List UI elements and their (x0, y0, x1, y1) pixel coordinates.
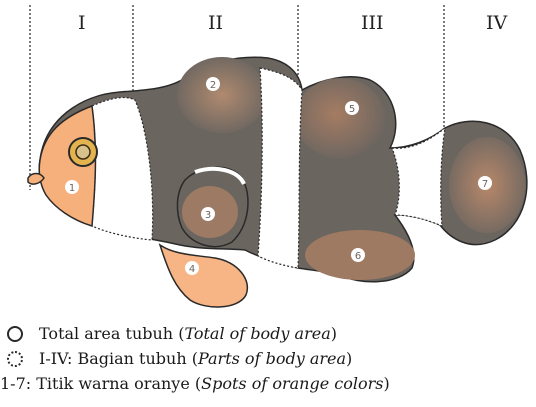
legend-parts: I-IV: Bagian tubuh (Parts of body area) (4, 350, 352, 368)
region-label-i: I (78, 12, 86, 34)
legend-total-area-close: ) (331, 324, 337, 343)
spot-marker-7: 7 (478, 176, 492, 190)
spot-label-6: 6 (355, 251, 361, 262)
legend-parts-close: ) (346, 349, 352, 368)
spot-marker-6: 6 (351, 248, 365, 262)
legend-spots-close: ) (383, 374, 389, 393)
spot-label-5: 5 (349, 104, 355, 115)
anal-fin-orange (160, 245, 247, 307)
spot-label-1: 1 (69, 183, 75, 194)
legend-total-area-text: Total area tubuh ( (39, 324, 184, 343)
legend-parts-text: I-IV: Bagian tubuh ( (39, 349, 198, 368)
legend-spots-italic: Spots of orange colors (201, 374, 383, 393)
spot-marker-4: 4 (185, 261, 199, 275)
spot-label-7: 7 (482, 179, 488, 190)
legend-total-area-italic: Total of body area (184, 324, 330, 343)
solid-circle-icon (7, 326, 23, 342)
legend-parts-italic: Parts of body area (198, 349, 346, 368)
spot-label-3: 3 (205, 210, 211, 221)
region-label-iv: IV (486, 12, 507, 34)
spot-marker-1: 1 (65, 180, 79, 194)
spot-marker-5: 5 (345, 101, 359, 115)
spot-marker-2: 2 (206, 77, 220, 91)
region-label-iii: III (361, 12, 384, 34)
legend-spots-text: 1-7: Titik warna oranye ( (0, 374, 201, 393)
legend-spots: 1-7: Titik warna oranye (Spots of orange… (0, 375, 390, 393)
spot-marker-3: 3 (201, 207, 215, 221)
white-band-middle (258, 68, 302, 268)
spot-2-area (177, 57, 267, 133)
legend-total-area: Total area tubuh (Total of body area) (4, 325, 337, 343)
dashed-circle-icon (7, 351, 23, 367)
spot-5-area (295, 78, 385, 158)
region-label-ii: II (208, 12, 223, 34)
spot-label-2: 2 (210, 80, 216, 91)
spot-label-4: 4 (189, 264, 195, 275)
pupil (76, 145, 90, 159)
